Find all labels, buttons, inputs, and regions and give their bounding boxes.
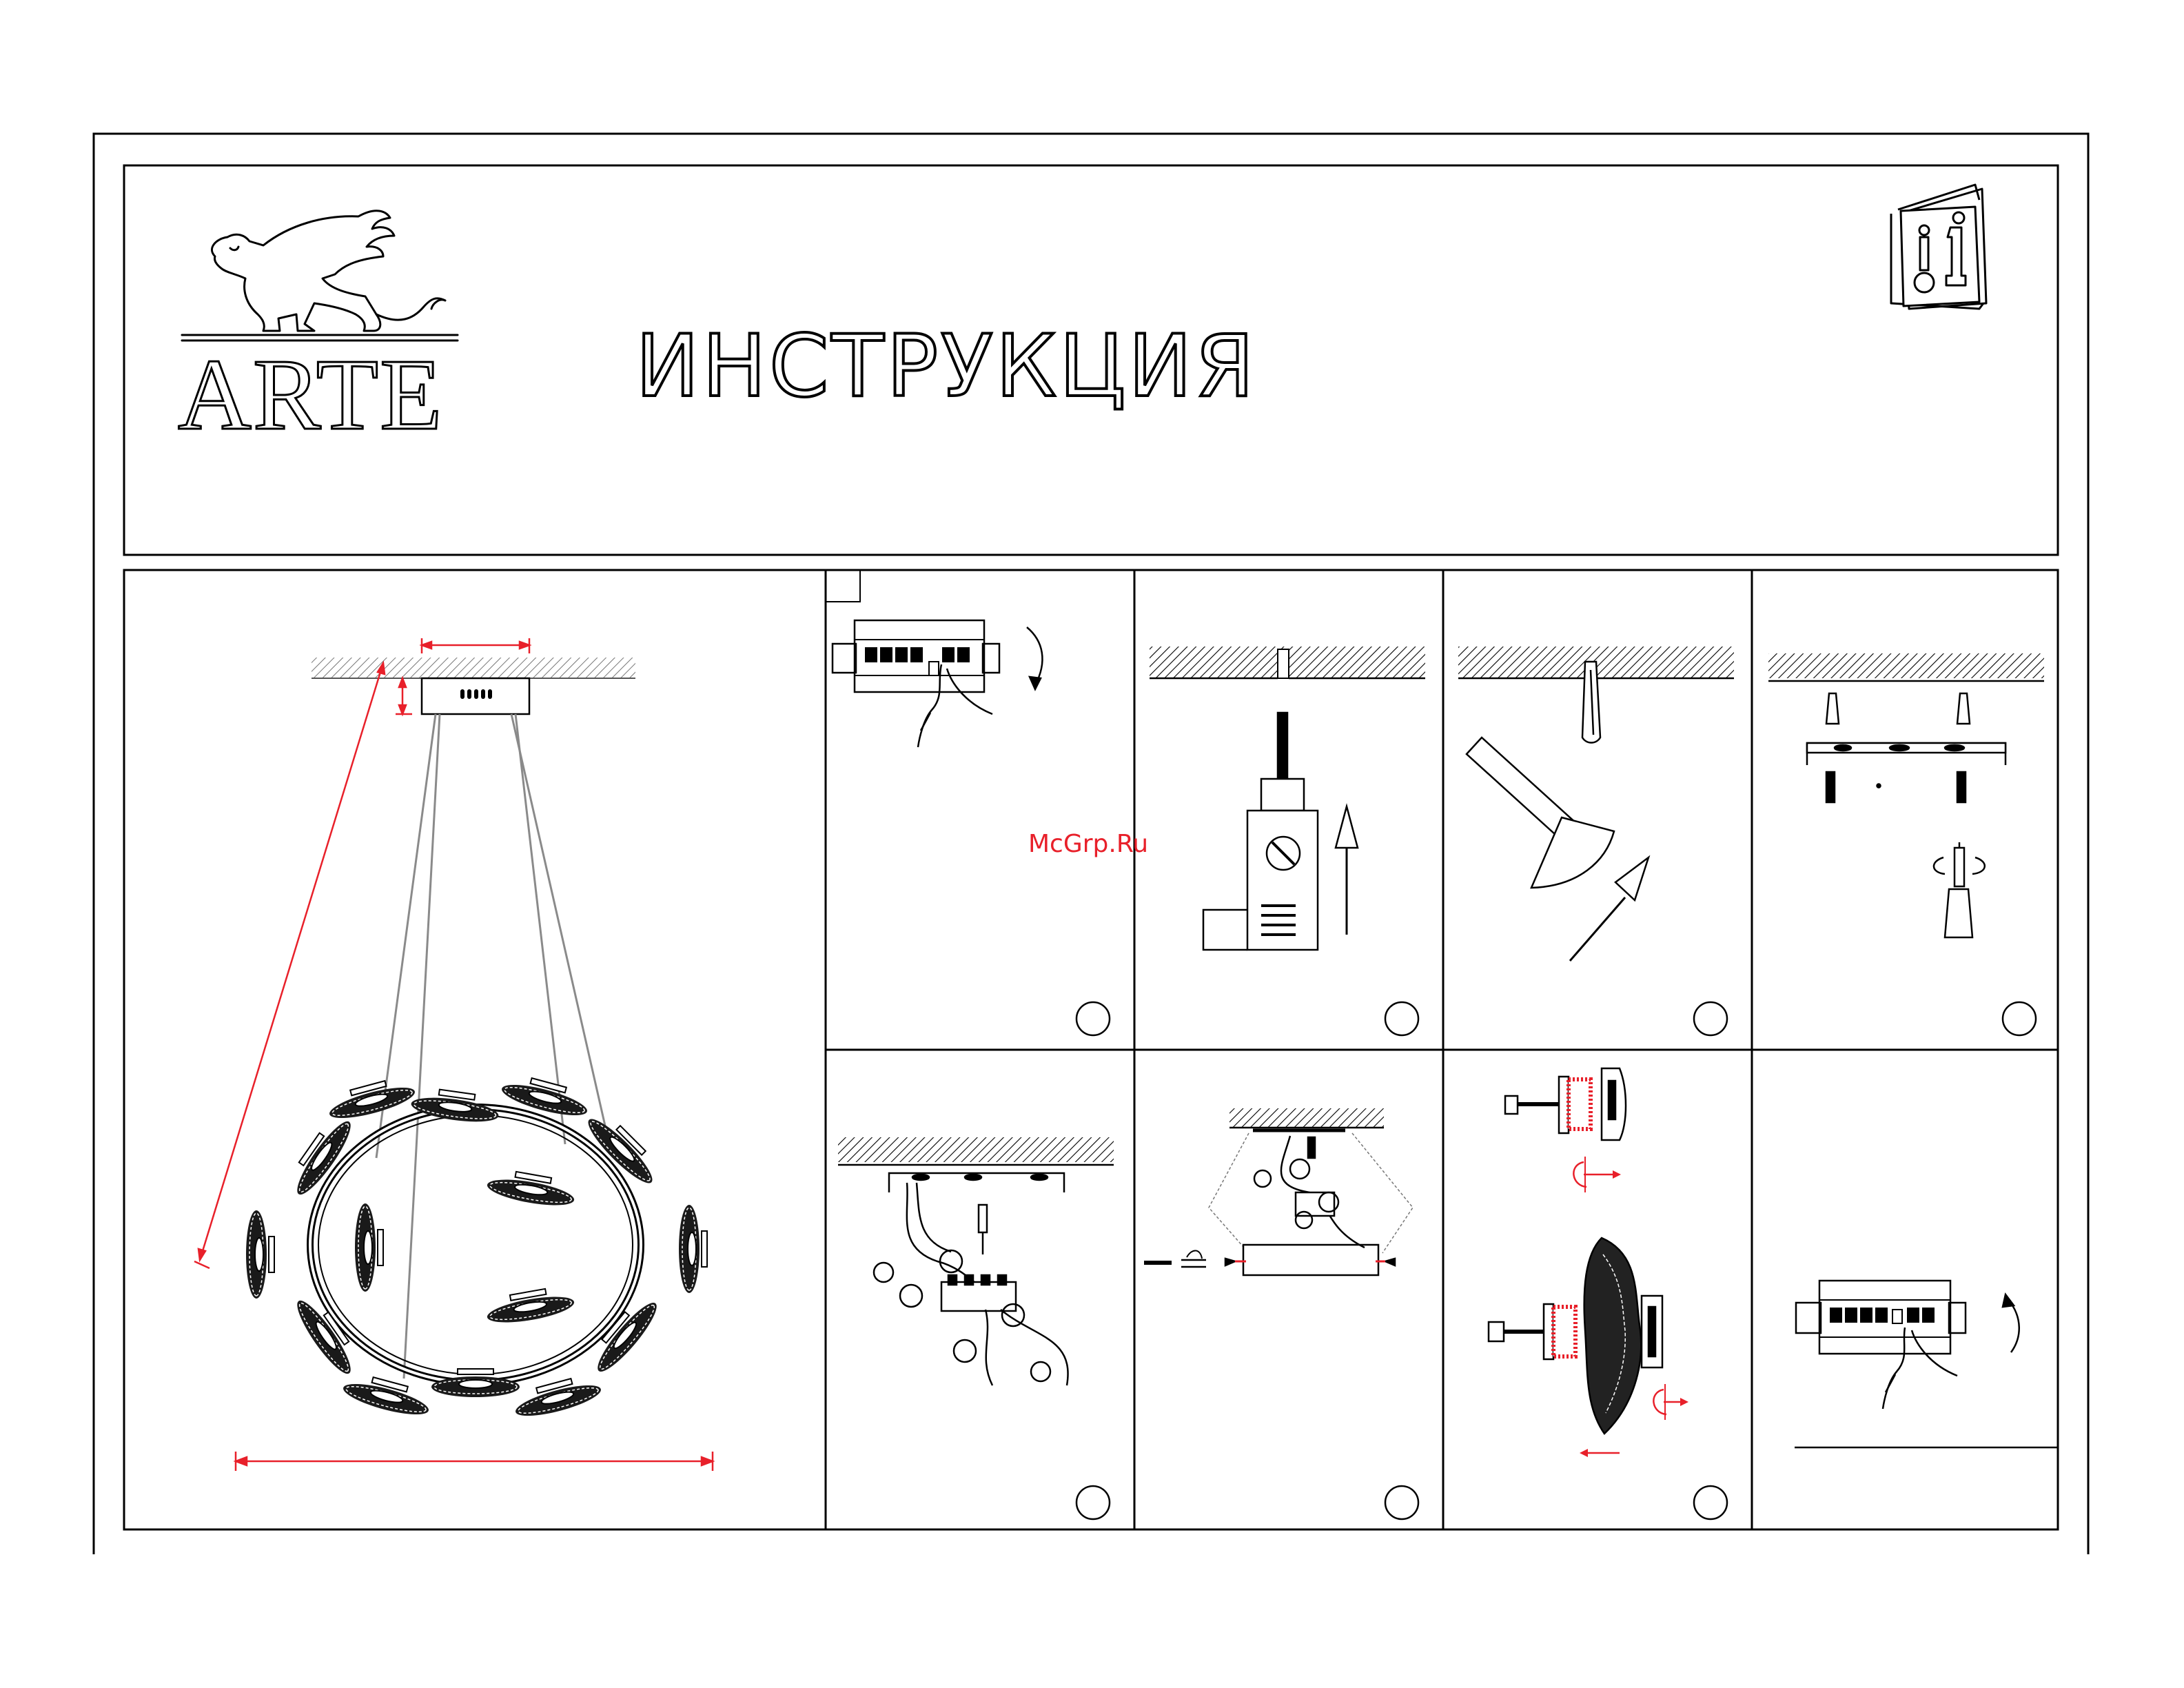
step5-connect-wires <box>838 1137 1114 1519</box>
step1-switch-off-breaker <box>833 620 1110 1035</box>
lion-logo-icon <box>182 211 458 340</box>
steps-grid <box>124 570 2058 1529</box>
step7-install-shades <box>1489 1068 1727 1519</box>
step6-attach-canopy <box>1144 1108 1418 1519</box>
step2-drill-ceiling <box>1150 647 1425 1035</box>
step4-mount-bracket <box>1768 653 2044 1035</box>
instruction-book-icon <box>1891 185 1986 309</box>
page-title: ИНСТРУКЦИЯ <box>635 317 1257 416</box>
step8-switch-on-breaker <box>1795 1281 2058 1447</box>
chandelier-dimension-drawing <box>194 638 713 1471</box>
watermark-text: McGrp.Ru <box>1028 830 1148 858</box>
brand-logo-text: ARTE <box>178 338 444 451</box>
step3-hammer-anchor <box>1458 647 1734 1035</box>
